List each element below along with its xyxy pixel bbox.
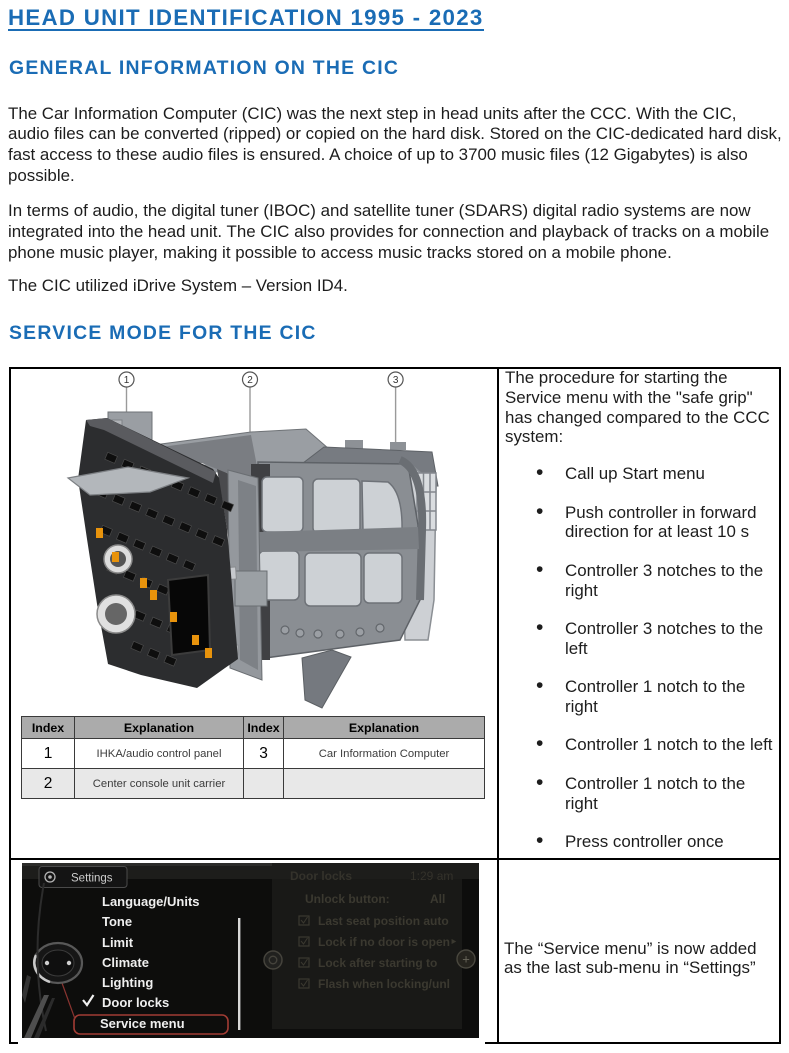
svg-text:Door locks: Door locks [290,869,352,883]
svg-text:Unlock button:: Unlock button: [305,892,390,906]
svg-text:Climate: Climate [102,955,149,970]
svg-text:3: 3 [393,375,399,386]
svg-text:Lighting: Lighting [102,975,153,990]
svg-text:1: 1 [124,375,130,386]
svg-text:Service menu: Service menu [100,1016,185,1031]
svg-text:Language/Units: Language/Units [102,894,200,909]
svg-text:Lock after starting to: Lock after starting to [318,956,437,970]
svg-text:Tone: Tone [102,914,132,929]
svg-text:Last seat position auto: Last seat position auto [318,914,449,928]
svg-text:Settings: Settings [71,873,113,885]
svg-text:2: 2 [247,375,253,386]
svg-text:Limit: Limit [102,935,134,950]
svg-text:+: + [462,952,470,967]
svg-text:Flash when locking/unl: Flash when locking/unl [318,977,450,991]
svg-text:1:29 am: 1:29 am [410,869,453,883]
svg-text:All: All [430,892,445,906]
svg-text:Door locks: Door locks [102,995,169,1010]
svg-text:Lock if no door is open‣: Lock if no door is open‣ [318,935,457,949]
